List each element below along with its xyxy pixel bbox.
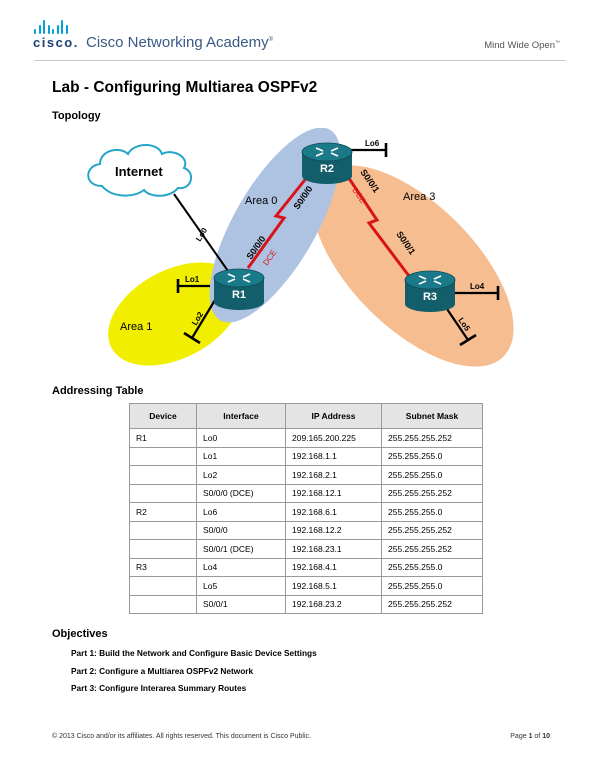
- cell-ip: 192.168.4.1: [285, 557, 382, 577]
- lo4-label: Lo4: [470, 282, 485, 291]
- cell-interface: S0/0/1: [196, 594, 286, 614]
- cell-mask: 255.255.255.252: [381, 428, 483, 448]
- table-header-row: Device Interface IP Address Subnet Mask: [129, 403, 483, 429]
- cell-device: [129, 594, 197, 614]
- cell-mask: 255.255.255.252: [381, 539, 483, 559]
- cell-device: [129, 483, 197, 503]
- topology-diagram: Internet Lo0 Lo1 Lo2 Lo6 Lo4 Lo5 S0/0/0 …: [87, 128, 514, 367]
- lo6-label: Lo6: [365, 139, 380, 148]
- area-1-region: [108, 262, 242, 366]
- page-title: Lab - Configuring Multiarea OSPFv2: [52, 79, 318, 96]
- cell-device: R1: [129, 428, 197, 448]
- objective-item: Part 2: Configure a Multiarea OSPFv2 Net…: [71, 665, 254, 676]
- area-3-label: Area 3: [403, 191, 435, 203]
- cell-ip: 209.165.200.225: [285, 428, 382, 448]
- cell-interface: Lo5: [196, 576, 286, 596]
- cell-ip: 192.168.1.1: [285, 446, 382, 466]
- column-header-interface: Interface: [196, 403, 286, 429]
- cell-interface: Lo0: [196, 428, 286, 448]
- cell-mask: 255.255.255.252: [381, 520, 483, 540]
- column-header-device: Device: [129, 403, 197, 429]
- cell-mask: 255.255.255.252: [381, 483, 483, 503]
- objectives-list: Part 1: Build the Network and Configure …: [71, 648, 317, 701]
- cell-mask: 255.255.255.0: [381, 446, 483, 466]
- cell-ip: 192.168.6.1: [285, 502, 382, 522]
- cisco-logo: cisco.: [33, 35, 79, 50]
- cell-interface: Lo2: [196, 465, 286, 485]
- cell-ip: 192.168.23.2: [285, 594, 382, 614]
- cell-interface: S0/0/0: [196, 520, 286, 540]
- cell-device: [129, 520, 197, 540]
- tagline: Mind Wide Open™: [484, 40, 560, 52]
- cell-ip: 192.168.12.2: [285, 520, 382, 540]
- router-r2-icon: [301, 142, 353, 184]
- serial-link-r1-r2: [246, 165, 318, 269]
- cell-ip: 192.168.12.1: [285, 483, 382, 503]
- cell-device: [129, 465, 197, 485]
- r3-label: R3: [423, 291, 437, 303]
- area-1-label: Area 1: [120, 321, 152, 333]
- cell-interface: Lo6: [196, 502, 286, 522]
- addressing-table: Device Interface IP Address Subnet Mask …: [129, 403, 483, 614]
- cell-interface: S0/0/1 (DCE): [196, 539, 286, 559]
- cell-interface: Lo4: [196, 557, 286, 577]
- addressing-heading: Addressing Table: [52, 385, 144, 397]
- objective-item: Part 1: Build the Network and Configure …: [71, 648, 317, 658]
- page-number: Page 1 of 10: [510, 733, 550, 740]
- topology-heading: Topology: [52, 110, 101, 122]
- cell-device: [129, 446, 197, 466]
- area-0-label: Area 0: [245, 195, 277, 207]
- area-3-region: [312, 165, 514, 367]
- cell-mask: 255.255.255.0: [381, 465, 483, 485]
- r1-label: R1: [232, 289, 246, 301]
- cell-device: R3: [129, 557, 197, 577]
- cell-mask: 255.255.255.0: [381, 576, 483, 596]
- cell-mask: 255.255.255.0: [381, 557, 483, 577]
- cell-ip: 192.168.2.1: [285, 465, 382, 485]
- cell-device: R2: [129, 502, 197, 522]
- page-header: cisco. Cisco Networking Academy® Mind Wi…: [0, 0, 600, 64]
- internet-label: Internet: [115, 164, 163, 179]
- column-header-ip-address: IP Address: [285, 403, 382, 429]
- objectives-heading: Objectives: [52, 628, 108, 640]
- cell-ip: 192.168.23.1: [285, 539, 382, 559]
- cell-ip: 192.168.5.1: [285, 576, 382, 596]
- brand-name: Cisco Networking Academy®: [86, 34, 273, 51]
- cell-interface: S0/0/0 (DCE): [196, 483, 286, 503]
- cisco-logo-bars-icon: [34, 20, 68, 34]
- objective-item: Part 3: Configure Interarea Summary Rout…: [71, 683, 247, 693]
- serial-link-r2-r3: [340, 167, 411, 277]
- internet-cloud-icon: [87, 144, 193, 197]
- column-header-subnet-mask: Subnet Mask: [381, 403, 483, 429]
- r2-label: R2: [320, 163, 334, 175]
- copyright-notice: © 2013 Cisco and/or its affiliates. All …: [52, 733, 311, 740]
- cell-mask: 255.255.255.252: [381, 594, 483, 614]
- cell-device: [129, 539, 197, 559]
- header-divider: [34, 60, 566, 61]
- cell-mask: 255.255.255.0: [381, 502, 483, 522]
- router-r1-icon: [213, 268, 265, 310]
- cell-interface: Lo1: [196, 446, 286, 466]
- router-r3-icon: [404, 270, 456, 312]
- lo1-label: Lo1: [185, 275, 200, 284]
- cell-device: [129, 576, 197, 596]
